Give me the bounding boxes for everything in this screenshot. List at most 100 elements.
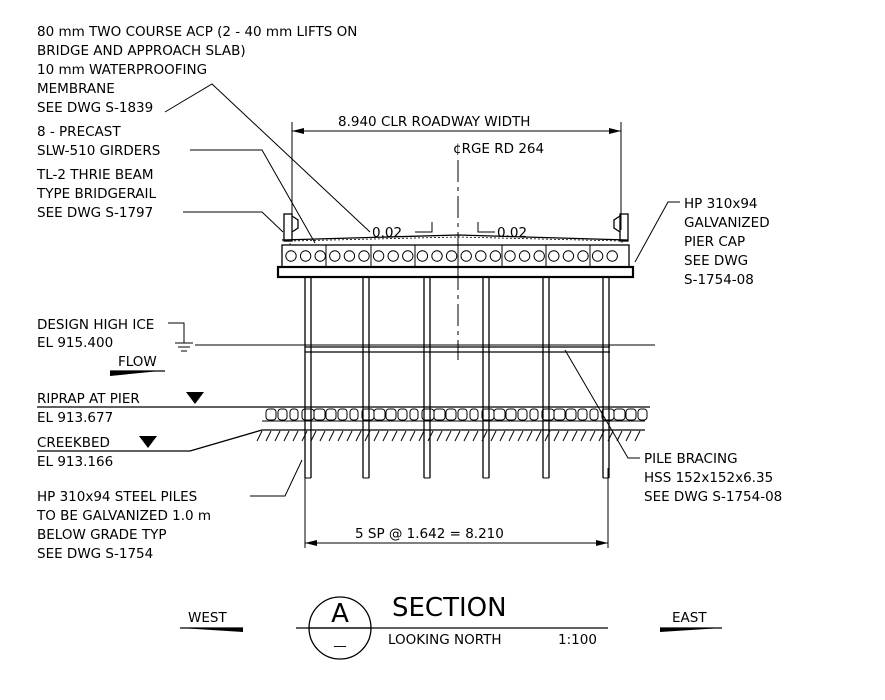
- flow-arrow: [110, 370, 165, 376]
- riprap-stone: [613, 408, 626, 421]
- ground-hatch-mark: [472, 430, 479, 442]
- ground-hatch-mark: [490, 430, 497, 442]
- girder-void: [489, 250, 502, 262]
- note-girders-line-1: 8 - PRECAST: [37, 124, 121, 140]
- note-steel-piles-line-3: BELOW GRADE TYP: [37, 527, 166, 543]
- note-creekbed: CREEKBED EL 913.166: [37, 435, 113, 470]
- girder-void: [285, 250, 297, 262]
- girder-void: [562, 250, 575, 262]
- centerline-label: ¢RGE RD 264: [453, 141, 544, 157]
- pile: [602, 277, 610, 479]
- girder-voids: [285, 245, 618, 267]
- ground-hatch-mark: [265, 430, 272, 442]
- ground-hatch-mark: [445, 430, 452, 442]
- bridgerail-right: [613, 213, 629, 242]
- pier-cap: [276, 265, 635, 279]
- girder-void: [504, 250, 516, 262]
- ground-hatch-mark: [499, 430, 506, 442]
- girder-void: [591, 250, 604, 262]
- ground-hatch-mark: [634, 430, 641, 442]
- riprap-stone: [301, 408, 315, 421]
- ground-hatch-mark: [274, 430, 281, 442]
- note-acp-line-5: SEE DWG S-1839: [37, 100, 153, 116]
- girder-void: [314, 250, 326, 262]
- bridgerail-leader: [183, 211, 284, 233]
- ground-hatch-mark: [553, 430, 560, 442]
- note-pile-bracing-line-1: PILE BRACING: [644, 451, 738, 467]
- bridgerail-left: [283, 213, 299, 242]
- ground-hatch-mark: [292, 430, 299, 442]
- riprap-stone: [637, 408, 648, 421]
- ground-hatch-mark: [526, 430, 533, 442]
- note-acp-line-4: MEMBRANE: [37, 81, 115, 97]
- note-acp-line-3: 10 mm WATERPROOFING: [37, 62, 207, 78]
- riprap-stone: [529, 408, 539, 421]
- ground-hatch-mark: [517, 430, 524, 442]
- girder-void: [431, 250, 443, 262]
- east-arrow: [660, 628, 722, 632]
- girder-void: [460, 250, 472, 262]
- ground-hatch-mark: [580, 430, 587, 442]
- riprap-stone: [433, 408, 446, 421]
- note-pier-cap-line-4: SEE DWG: [684, 253, 748, 269]
- pile: [542, 277, 550, 479]
- ground-hatch-mark: [463, 430, 470, 442]
- spacing-dimension: [304, 468, 609, 548]
- riprap-label: RIPRAP AT PIER: [37, 391, 140, 407]
- slope-right-indicator: [477, 222, 495, 233]
- ground-hatch-mark: [544, 430, 551, 442]
- ground-hatch-mark: [436, 430, 443, 442]
- note-steel-piles-line-4: SEE DWG S-1754: [37, 546, 153, 562]
- girder-void: [577, 250, 589, 262]
- girder-void: [329, 250, 341, 262]
- girder-void: [372, 250, 385, 262]
- riprap-level: [37, 392, 650, 408]
- riprap-stone: [517, 408, 528, 421]
- riprap-elevation: EL 913.677: [37, 410, 113, 426]
- ground-hatch-mark: [418, 430, 425, 442]
- riprap-stones: [262, 408, 648, 422]
- note-design-ice: DESIGN HIGH ICE EL 915.400: [37, 317, 154, 351]
- note-pile-bracing-line-3: SEE DWG S-1754-08: [644, 489, 782, 505]
- ground-hatch-mark: [337, 430, 344, 442]
- ground-hatch-mark: [409, 430, 416, 442]
- riprap-stone: [493, 408, 506, 421]
- note-girders-line-2: SLW-510 GIRDERS: [37, 143, 160, 159]
- riprap-stone: [577, 408, 588, 421]
- note-acp: 80 mm TWO COURSE ACP (2 - 40 mm LIFTS ON…: [37, 24, 357, 116]
- ground-hatch-mark: [346, 430, 353, 442]
- pile-bracing-leader: [564, 349, 640, 459]
- looking-direction: LOOKING NORTH: [388, 632, 502, 648]
- ground-hatch-mark: [301, 430, 308, 442]
- creekbed-label: CREEKBED: [37, 435, 110, 451]
- ground-hatch-mark: [454, 430, 461, 442]
- ground-hatch-mark: [535, 430, 542, 442]
- ground-hatch-mark: [310, 430, 317, 442]
- note-riprap: RIPRAP AT PIER EL 913.677: [37, 391, 140, 426]
- pile: [423, 277, 431, 479]
- note-girders: 8 - PRECAST SLW-510 GIRDERS: [37, 124, 160, 159]
- ground-hatch-mark: [391, 430, 398, 442]
- riprap-stone: [265, 408, 277, 421]
- riprap-stone: [505, 408, 517, 421]
- girder-void: [533, 250, 545, 262]
- riprap-stone: [565, 408, 577, 421]
- creekbed-elevation: EL 913.166: [37, 454, 113, 470]
- riprap-stone: [445, 408, 457, 421]
- ground-hatch-mark: [319, 430, 326, 442]
- girder-void: [445, 250, 458, 262]
- note-pile-bracing: PILE BRACING HSS 152x152x6.35 SEE DWG S-…: [644, 451, 782, 505]
- riprap-stone: [457, 408, 468, 421]
- east-label: EAST: [672, 610, 707, 626]
- flow-label: FLOW: [118, 354, 157, 370]
- direction-east: EAST: [660, 610, 722, 632]
- ground-hatch-mark: [616, 430, 623, 442]
- ground-hatch-mark: [355, 430, 362, 442]
- riprap-stone: [277, 408, 288, 421]
- girder-void: [416, 250, 429, 262]
- riprap-stone: [601, 408, 615, 421]
- pile: [482, 277, 490, 479]
- steel-piles: [304, 277, 610, 479]
- riprap-stone: [481, 408, 495, 421]
